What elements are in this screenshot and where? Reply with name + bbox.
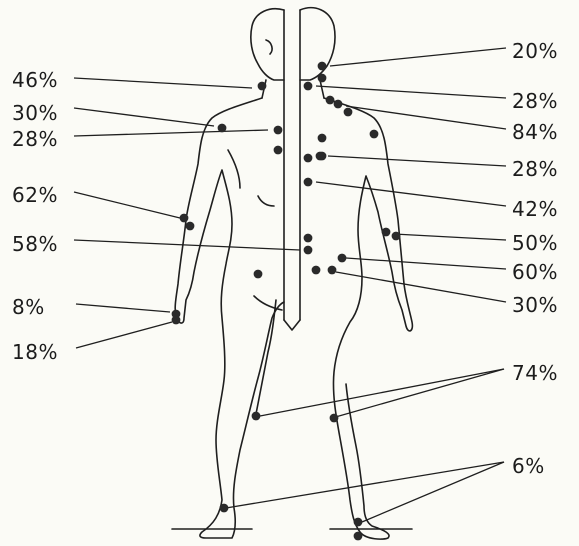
lymph-node-markers — [172, 62, 401, 541]
leader-line — [76, 304, 170, 312]
node-marker — [180, 214, 189, 223]
node-marker — [304, 178, 313, 187]
leader-line — [226, 462, 504, 508]
node-marker — [304, 154, 313, 163]
right-percentage-label: 30% — [512, 294, 558, 316]
leader-line — [346, 106, 506, 129]
left-percentage-label: 28% — [12, 128, 58, 150]
node-marker — [304, 82, 313, 91]
leader-line — [74, 130, 268, 136]
leader-line — [362, 462, 504, 522]
node-marker — [330, 414, 339, 423]
leader-line — [260, 369, 504, 416]
left-percentage-label: 8% — [12, 296, 45, 318]
node-marker — [252, 412, 261, 421]
head-outline — [251, 9, 284, 80]
node-marker — [392, 232, 401, 241]
leader-line — [74, 240, 300, 250]
node-marker — [382, 228, 391, 237]
leader-line — [394, 234, 506, 240]
node-marker — [354, 518, 363, 527]
node-marker — [318, 74, 327, 83]
ear-outline — [266, 40, 272, 54]
node-marker — [312, 266, 321, 275]
left-percentage-label: 58% — [12, 233, 58, 255]
node-marker — [254, 270, 263, 279]
leader-line — [328, 156, 506, 166]
leader-lines — [74, 48, 506, 522]
left-percentage-label: 62% — [12, 184, 58, 206]
left-percentage-label: 18% — [12, 341, 58, 363]
right-percentage-label: 84% — [512, 121, 558, 143]
node-marker — [370, 130, 379, 139]
node-marker — [304, 246, 313, 255]
node-marker — [354, 532, 363, 541]
node-marker — [338, 254, 347, 263]
leader-line — [346, 258, 506, 269]
node-marker — [304, 234, 313, 243]
left-torso-arm-outline — [175, 98, 284, 538]
left-percentage-label: 30% — [12, 102, 58, 124]
node-marker — [328, 266, 337, 275]
right-torso-arm-outline — [324, 98, 412, 539]
right-percentage-label: 74% — [512, 362, 558, 384]
right-percentage-label: 6% — [512, 455, 545, 477]
node-marker — [318, 134, 327, 143]
leader-line — [330, 48, 506, 66]
node-marker — [218, 124, 227, 133]
right-percentage-label: 60% — [512, 261, 558, 283]
node-marker — [220, 504, 229, 513]
leader-line — [74, 108, 214, 126]
node-marker — [326, 96, 335, 105]
node-marker — [316, 152, 325, 161]
leader-line — [74, 192, 180, 218]
node-marker — [318, 62, 327, 71]
node-marker — [344, 108, 353, 117]
leader-line — [76, 322, 172, 348]
node-marker — [172, 316, 181, 325]
leader-line — [316, 86, 506, 98]
right-percentage-label: 20% — [512, 40, 558, 62]
left-percentage-label: 46% — [12, 69, 58, 91]
node-marker — [334, 100, 343, 109]
node-marker — [274, 126, 283, 135]
node-marker — [258, 82, 267, 91]
center-divider-bottom — [284, 320, 300, 330]
node-marker — [274, 146, 283, 155]
right-percentage-label: 42% — [512, 198, 558, 220]
body-outline — [172, 8, 412, 539]
leader-line — [332, 369, 504, 418]
right-percentage-label: 50% — [512, 232, 558, 254]
node-marker — [186, 222, 195, 231]
neck-outline-right — [320, 80, 324, 98]
leader-line — [74, 78, 252, 88]
abdomen-contour — [258, 196, 274, 206]
head-outline-right — [300, 8, 335, 80]
chest-contour — [228, 150, 240, 188]
leader-line — [316, 182, 506, 206]
right-percentage-label: 28% — [512, 90, 558, 112]
right-percentage-label: 28% — [512, 158, 558, 180]
